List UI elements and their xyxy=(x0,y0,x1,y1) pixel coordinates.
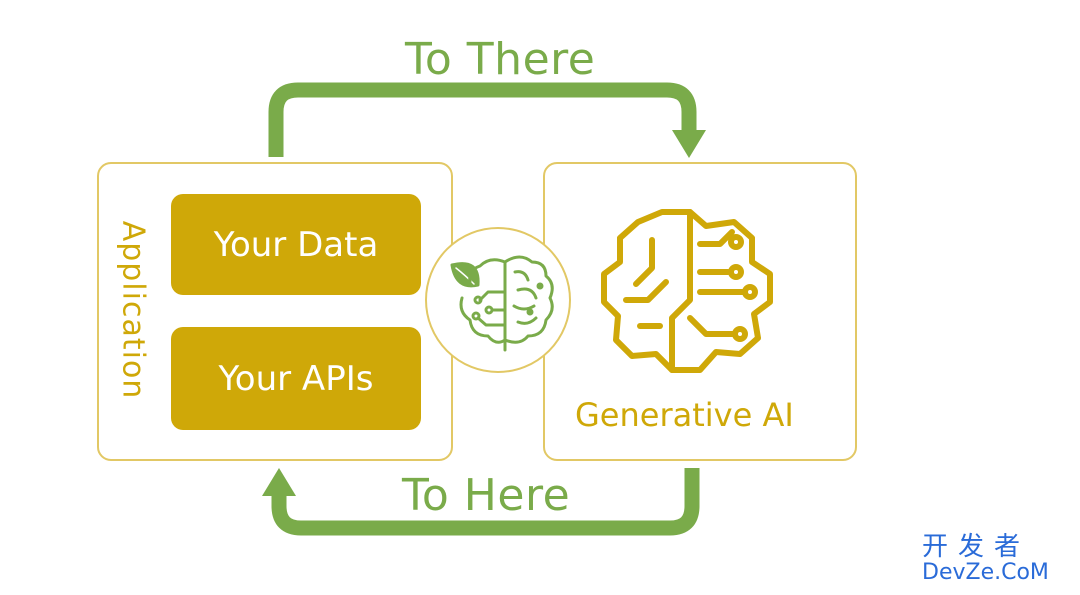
watermark-chinese: 开发者 xyxy=(922,532,1031,562)
brain-circuit-icon xyxy=(601,209,773,373)
to-there-label: To There xyxy=(405,34,596,85)
your-data-block: Your Data xyxy=(171,194,421,295)
your-apis-block: Your APIs xyxy=(171,327,421,430)
to-there-arrowhead xyxy=(672,130,706,158)
to-there-arrow xyxy=(268,82,697,157)
generative-ai-label: Generative AI xyxy=(575,396,794,434)
to-here-arrowhead xyxy=(262,468,296,496)
watermark-english: DevZe.CoM xyxy=(922,560,1049,585)
to-here-arrow xyxy=(271,468,700,536)
leaf-brain-icon xyxy=(450,255,554,352)
to-here-label: To Here xyxy=(402,470,571,521)
